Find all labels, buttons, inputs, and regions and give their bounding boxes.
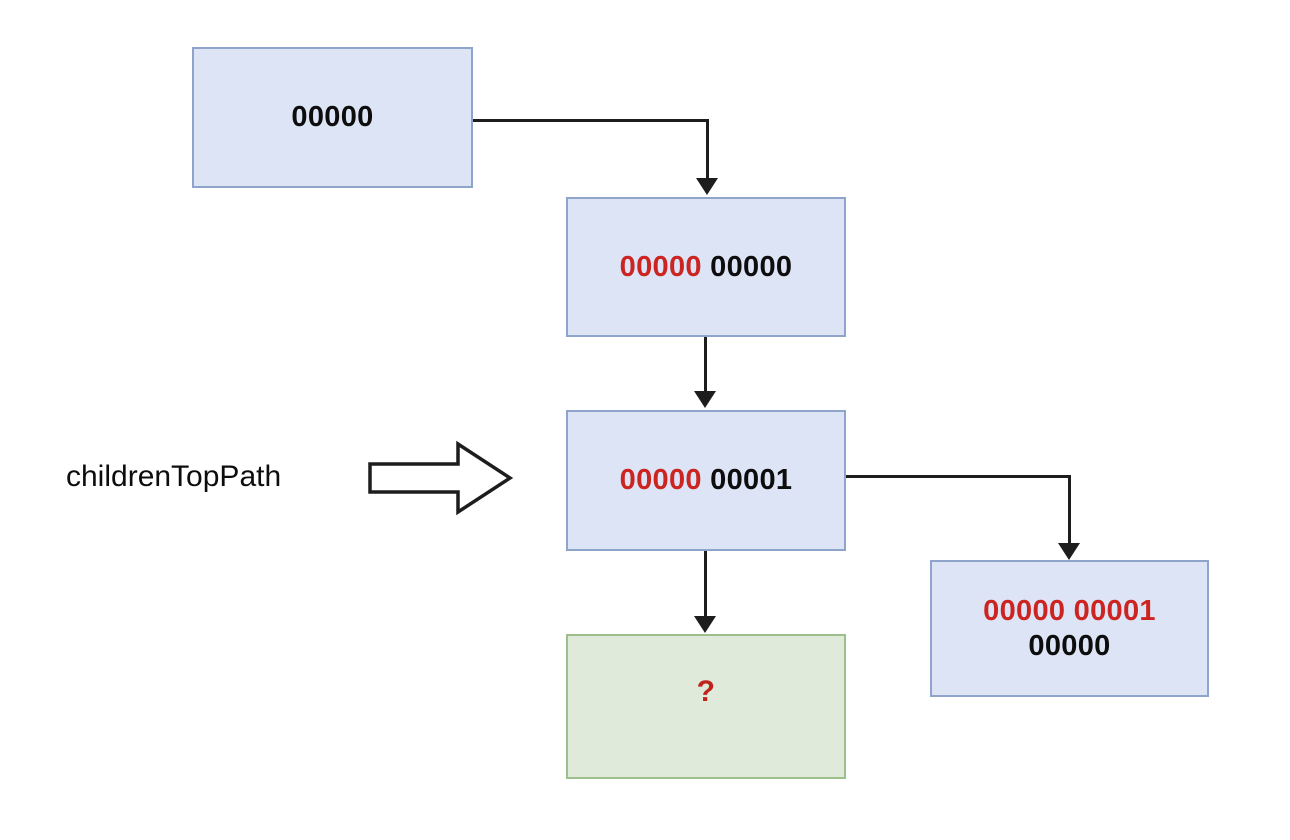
node-sibling-right-prefix: 00000 00001	[983, 595, 1156, 628]
node-sibling-right-suffix: 00000	[1028, 629, 1111, 662]
connector-child-2-to-unknown-arrowhead	[694, 616, 716, 633]
connector-child-1-to-child-2-vertical	[704, 336, 707, 394]
annotation-label-childrentoppath: childrenTopPath	[66, 460, 282, 493]
connector-child-2-to-sibling-arrowhead	[1058, 543, 1080, 560]
node-unknown[interactable]: ?	[566, 634, 846, 779]
node-child-2-space	[702, 464, 710, 496]
connector-child-1-to-child-2-arrowhead	[694, 391, 716, 408]
node-sibling-right[interactable]: 00000 00001 00000	[930, 560, 1209, 697]
node-child-2-suffix: 00001	[710, 464, 793, 497]
node-child-1[interactable]: 00000 00000	[566, 197, 846, 337]
node-child-1-line-1: 00000 00000	[620, 250, 793, 284]
node-child-1-suffix: 00000	[710, 250, 793, 283]
connector-child-2-to-unknown-vertical	[704, 551, 707, 617]
node-sibling-right-line-1: 00000 00001	[983, 594, 1156, 628]
node-sibling-right-line-2: 00000	[1028, 629, 1110, 663]
node-child-2[interactable]: 00000 00001	[566, 410, 846, 551]
node-root[interactable]: 00000	[192, 47, 473, 188]
node-child-2-line-1: 00000 00001	[620, 463, 793, 497]
connector-root-to-child-1-arrowhead	[696, 178, 718, 195]
connector-child-2-to-sibling-vertical	[1068, 475, 1071, 545]
connector-root-to-child-1-horizontal	[472, 119, 709, 122]
node-child-2-prefix: 00000	[619, 464, 702, 497]
block-arrow-right-icon	[366, 440, 514, 516]
node-root-text: 00000	[291, 101, 374, 134]
connector-root-to-child-1-vertical	[706, 119, 709, 181]
node-root-line-1: 00000	[291, 100, 373, 134]
node-unknown-question-mark: ?	[696, 674, 716, 708]
node-child-1-prefix: 00000	[619, 250, 702, 283]
connector-child-2-to-sibling-horizontal	[845, 475, 1071, 478]
node-child-1-space	[702, 251, 710, 283]
